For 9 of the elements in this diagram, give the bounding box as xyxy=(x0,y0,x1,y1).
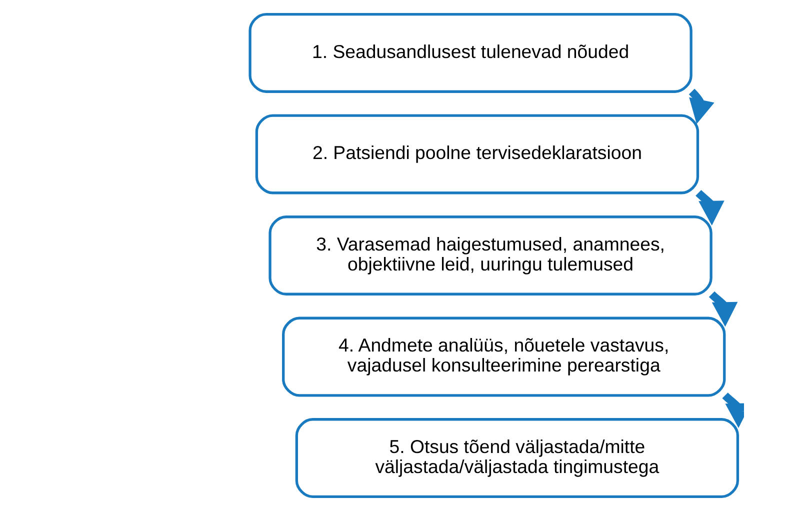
node-box: 5. Otsus tõend väljastada/mitte väljastada/väljastada tingimustega xyxy=(294,418,739,498)
node-box: 1. Seadusandlusest tulenevad nõuded xyxy=(248,12,692,92)
arrow xyxy=(688,88,714,124)
arrow xyxy=(722,392,744,428)
arrow xyxy=(695,190,724,225)
node-box: 2. Patsiendi poolne tervisedeklaratsioon xyxy=(254,114,699,194)
node-box: 3. Varasemad haigestumused, anamnees, objektiivne leid, uuringu tulemused xyxy=(268,215,712,295)
node-box: 4. Andmete analüüs, nõuetele vastavus, vajadusel konsulteerimine perearstiga xyxy=(282,316,726,396)
arrow xyxy=(708,290,738,326)
